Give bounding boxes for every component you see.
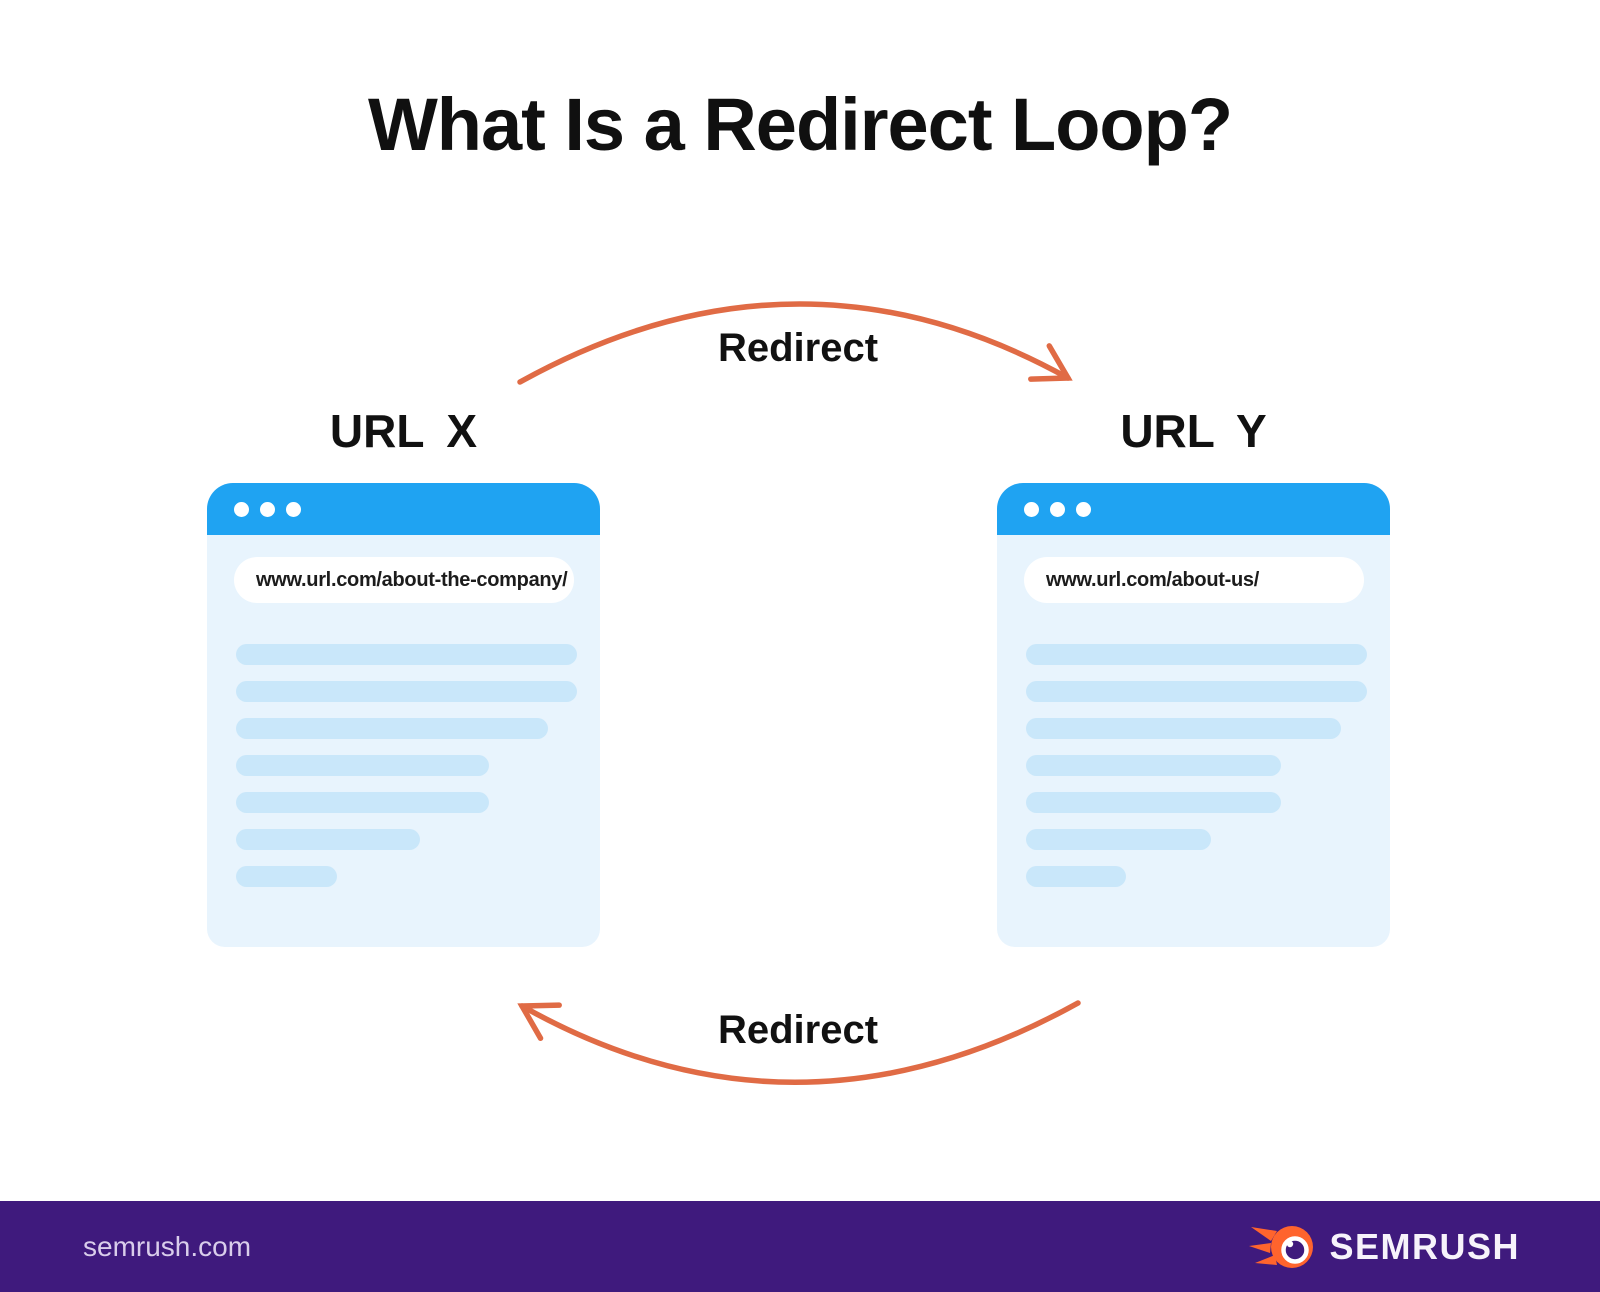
address-url-text: www.url.com/about-us/ <box>1046 568 1259 591</box>
content-line <box>236 792 489 813</box>
address-bar: www.url.com/about-the-company/ <box>234 557 574 603</box>
content-line <box>236 681 577 702</box>
semrush-wordmark: SEMRUSH <box>1329 1225 1520 1267</box>
browser-titlebar <box>207 483 600 535</box>
content-line <box>236 829 420 850</box>
content-line <box>236 755 489 776</box>
window-dot-icon <box>260 501 275 517</box>
content-line <box>236 718 548 739</box>
semrush-flame-icon <box>1249 1225 1314 1268</box>
page-title: What Is a Redirect Loop? <box>367 83 1233 166</box>
url-x-label: URL X <box>329 405 478 457</box>
window-dot-icon <box>1050 501 1065 517</box>
placeholder-content <box>1026 644 1390 887</box>
url-y-label: URL Y <box>1120 405 1267 457</box>
semrush-logo: SEMRUSH <box>1249 1223 1520 1271</box>
browser-titlebar <box>997 483 1390 535</box>
content-line <box>1026 644 1367 665</box>
placeholder-content <box>236 644 600 887</box>
footer-website: semrush.com <box>83 1230 252 1262</box>
content-line <box>1026 866 1126 887</box>
window-dot-icon <box>286 501 301 517</box>
content-line <box>1026 792 1281 813</box>
footer-bar: semrush.com SEMRUSH <box>0 1201 1600 1292</box>
content-line <box>1026 755 1281 776</box>
content-line <box>1026 681 1367 702</box>
browser-body: www.url.com/about-us/ <box>997 557 1390 887</box>
address-bar: www.url.com/about-us/ <box>1024 557 1364 603</box>
window-dot-icon <box>234 501 249 517</box>
top-redirect-label: Redirect <box>717 326 879 370</box>
browser-body: www.url.com/about-the-company/ <box>207 557 600 887</box>
content-line <box>1026 718 1341 739</box>
content-line <box>236 866 337 887</box>
window-dot-icon <box>1076 501 1091 517</box>
browser-window-url-y: www.url.com/about-us/ <box>997 483 1390 947</box>
content-line <box>236 644 577 665</box>
window-dot-icon <box>1024 501 1039 517</box>
address-url-text: www.url.com/about-the-company/ <box>256 568 568 591</box>
content-line <box>1026 829 1211 850</box>
browser-window-url-x: www.url.com/about-the-company/ <box>207 483 600 947</box>
bottom-redirect-label: Redirect <box>717 1008 879 1052</box>
